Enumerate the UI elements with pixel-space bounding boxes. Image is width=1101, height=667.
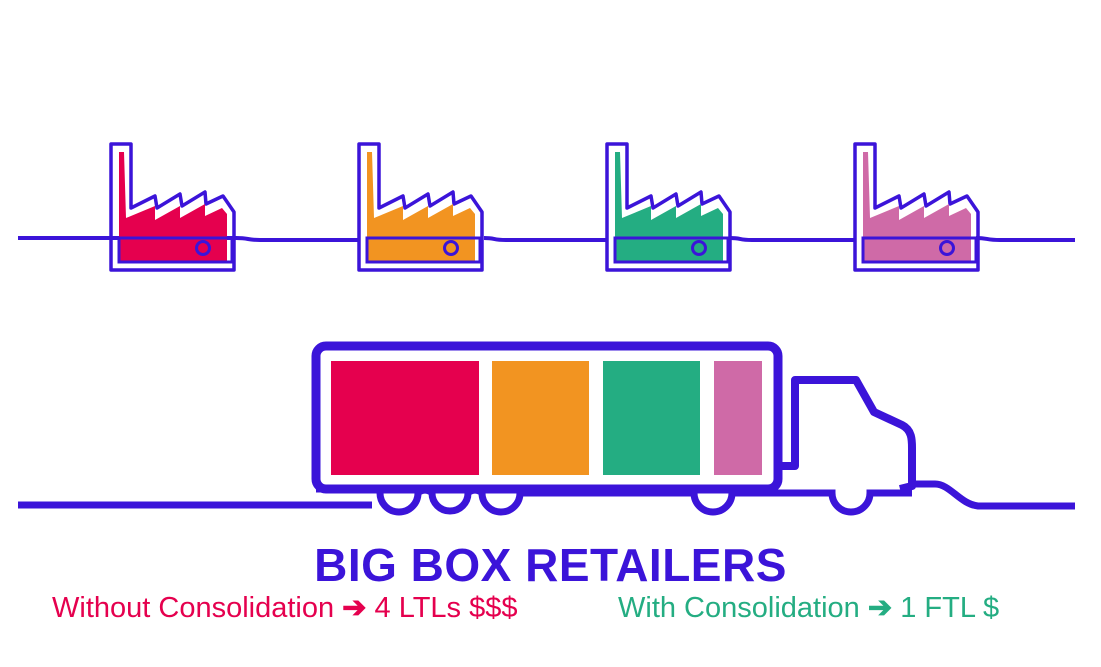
factory-supply-line xyxy=(18,236,1075,242)
road-line xyxy=(18,480,1075,510)
without-consolidation-result: 4 LTLs $$$ xyxy=(374,592,518,624)
truck-trailer-outline xyxy=(311,341,783,494)
with-consolidation-result: 1 FTL $ xyxy=(900,592,1000,624)
factory-window-icon xyxy=(195,240,211,256)
factory-base-band xyxy=(117,236,234,264)
without-consolidation-caption: Without Consolidation ➔ 4 LTLs $$$ xyxy=(52,590,518,625)
cargo-block-red xyxy=(331,361,479,475)
factory-fill xyxy=(863,152,971,262)
cargo-block-pink xyxy=(714,361,762,475)
truck-cab-outline xyxy=(778,376,916,493)
factory-outline xyxy=(109,142,236,272)
truck xyxy=(311,341,916,516)
factory-outline xyxy=(853,142,980,272)
cargo-block-green xyxy=(603,361,700,475)
right-arrow-icon: ➔ xyxy=(867,592,893,624)
factory-window-icon xyxy=(691,240,707,256)
with-consolidation-caption: With Consolidation ➔ 1 FTL $ xyxy=(618,590,999,625)
factory-base-band xyxy=(861,236,978,264)
factory-outline xyxy=(605,142,732,272)
factory-fill xyxy=(119,152,227,262)
factory-fill xyxy=(615,152,723,262)
factory-window-icon xyxy=(939,240,955,256)
factory-outline xyxy=(357,142,484,272)
without-consolidation-label: Without Consolidation xyxy=(52,592,335,624)
factory-base-band xyxy=(613,236,730,264)
factory-4 xyxy=(853,142,980,272)
factory-base-band xyxy=(365,236,482,264)
with-consolidation-label: With Consolidation xyxy=(618,592,860,624)
diagram-title: BIG BOX RETAILERS xyxy=(314,539,787,591)
factory-1 xyxy=(109,142,236,272)
factory-window-icon xyxy=(443,240,459,256)
factory-2 xyxy=(357,142,484,272)
truck-chassis-wheels xyxy=(316,485,912,516)
factory-fill xyxy=(367,152,475,262)
cargo-block-orange xyxy=(492,361,589,475)
right-arrow-icon: ➔ xyxy=(342,592,367,624)
factory-3 xyxy=(605,142,732,272)
